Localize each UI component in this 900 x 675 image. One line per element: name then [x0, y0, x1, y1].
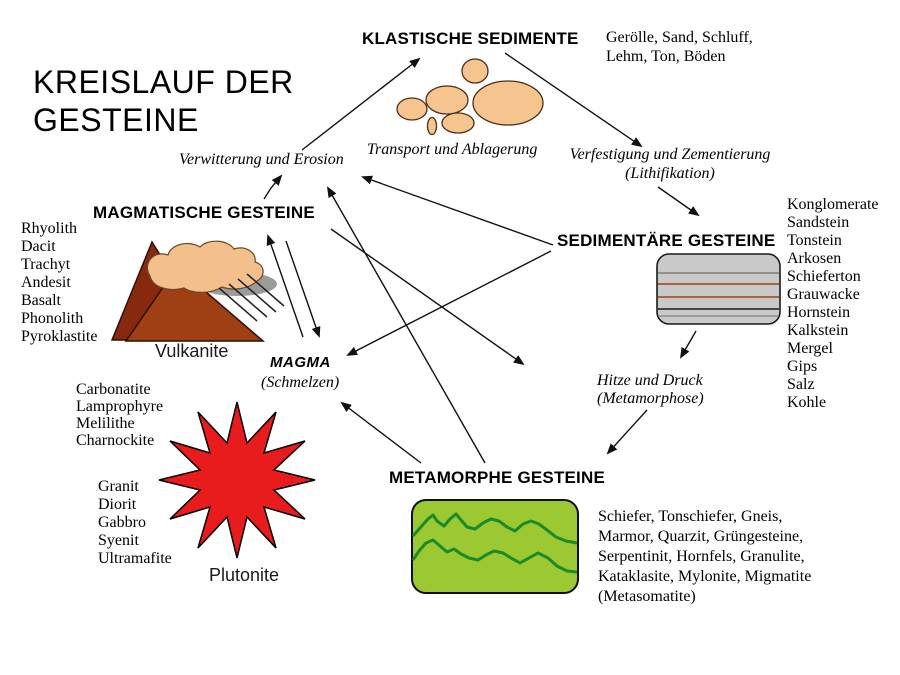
- label-line: Verfestigung und Zementierung: [569, 146, 771, 163]
- list-item: Kalkstein: [787, 322, 849, 339]
- metamorphic-rock-body: [411, 499, 579, 594]
- arrow-metamorphe-to-magma: [340, 401, 422, 464]
- plutonite-rare-types-list: Carbonatite Lamprophyre Melilithe Charno…: [76, 381, 163, 449]
- foliation-line: [411, 538, 578, 574]
- list-item: Basalt: [21, 292, 61, 309]
- ashfall-lines: [218, 273, 285, 322]
- arrow-klastische-to-verfestigung: [504, 52, 643, 148]
- sedimentary-rock-body: [656, 253, 781, 325]
- foliation-line: [411, 512, 578, 545]
- caption-vulkanite: Vulkanite: [155, 341, 229, 361]
- metamorphic-rock-illustration: [411, 499, 579, 594]
- volcano-illustration: [110, 240, 285, 342]
- heading-sedimentaere-gesteine: SEDIMENTÄRE GESTEINE: [557, 231, 776, 250]
- page-title-line1: KREISLAUF DER: [33, 64, 294, 100]
- list-item: Serpentinit, Hornfels, Granulite,: [598, 548, 805, 565]
- list-item: Carbonatite: [76, 381, 151, 398]
- list-item: Schiefer, Tonschiefer, Gneis,: [598, 508, 783, 525]
- plutonite-common-types-list: Granit Diorit Gabbro Syenit Ultramafite: [98, 478, 172, 568]
- list-item: Charnockite: [76, 432, 155, 449]
- arrow-sedimentaere-to-verwitterung: [361, 175, 554, 246]
- label-line: (Lithifikation): [625, 165, 715, 182]
- klastische-examples-list: Gerölle, Sand, Schluff, Lehm, Ton, Böden: [606, 28, 753, 66]
- sediment-blob: [396, 97, 428, 121]
- list-item: Syenit: [98, 532, 139, 549]
- list-item: Gips: [787, 358, 818, 375]
- arrow-verfestigung-to-sedimentaere: [657, 186, 700, 217]
- arrow-magma-to-magmatische: [266, 234, 304, 338]
- heading-klastische-sedimente: KLASTISCHE SEDIMENTE: [362, 29, 579, 48]
- list-item: Salz: [787, 376, 815, 393]
- sediment-blobs-illustration: [396, 58, 544, 136]
- list-item: (Metasomatite): [598, 588, 696, 605]
- list-item: Mergel: [787, 340, 833, 357]
- list-item: Phonolith: [21, 310, 84, 327]
- list-item: Lamprophyre: [76, 398, 164, 415]
- ashfall-line: [218, 287, 258, 322]
- list-item: Gerölle, Sand, Schluff,: [606, 29, 753, 46]
- page-title: KREISLAUF DER GESTEINE: [33, 63, 294, 139]
- list-item: Pyroklastite: [21, 328, 98, 345]
- list-item: Granit: [98, 478, 139, 495]
- page-title-line2: GESTEINE: [33, 102, 199, 138]
- list-item: Gabbro: [98, 514, 146, 531]
- caption-plutonite: Plutonite: [209, 565, 280, 585]
- label-verwitterung-erosion: Verwitterung und Erosion: [179, 151, 344, 168]
- label-schmelzen: (Schmelzen): [261, 374, 340, 391]
- heading-magmatische-gesteine: MAGMATISCHE GESTEINE: [93, 203, 315, 222]
- list-item: Kataklasite, Mylonite, Migmatite: [598, 568, 812, 585]
- list-item: Lehm, Ton, Böden: [606, 48, 726, 65]
- arrow-magmatische-to-verwitterung: [263, 174, 283, 200]
- list-item: Konglomerate: [787, 196, 879, 213]
- arrow-layer: [263, 52, 700, 464]
- list-item: Trachyt: [21, 256, 71, 273]
- metamorphe-examples-list: Schiefer, Tonschiefer, Gneis, Marmor, Qu…: [598, 507, 811, 607]
- arrow-sedimentaere-to-hitze: [680, 330, 697, 359]
- list-item: Melilithe: [76, 415, 135, 432]
- list-item: Arkosen: [787, 250, 842, 267]
- label-verfestigung-zementierung: Verfestigung und Zementierung (Lithifika…: [569, 145, 771, 183]
- list-item: Kohle: [787, 394, 827, 411]
- label-transport-ablagerung: Transport und Ablagerung: [367, 141, 538, 158]
- label-line: (Metamorphose): [597, 390, 704, 407]
- list-item: Andesit: [21, 274, 71, 291]
- volcano-right-peak: [124, 265, 266, 342]
- list-item: Diorit: [98, 496, 137, 513]
- heading-metamorphe-gesteine: METAMORPHE GESTEINE: [389, 468, 606, 487]
- list-item: Schieferton: [787, 268, 861, 285]
- pluton-star-illustration: [158, 401, 316, 559]
- sediment-blob: [461, 58, 489, 84]
- sediment-blob: [425, 85, 469, 115]
- label-magma: MAGMA: [270, 354, 331, 371]
- ashfall-line: [228, 283, 268, 318]
- list-item: Grauwacke: [787, 286, 860, 303]
- list-item: Tonstein: [787, 232, 842, 249]
- list-item: Hornstein: [787, 304, 851, 321]
- sediment-types-list: Konglomerate Sandstein Tonstein Arkosen …: [787, 196, 879, 412]
- ashfall-line: [237, 278, 277, 313]
- list-item: Rhyolith: [21, 220, 78, 237]
- list-item: Marmor, Quarzit, Grüngesteine,: [598, 528, 804, 545]
- arrow-magmatische-to-magma: [285, 240, 321, 338]
- list-item: Sandstein: [787, 214, 850, 231]
- sedimentary-rock-illustration: [656, 253, 781, 325]
- sediment-blob: [472, 80, 544, 126]
- sediment-blob: [426, 116, 438, 136]
- arrow-sedimentaere-to-magma: [346, 250, 552, 356]
- arrow-verwitterung-to-klastische: [301, 57, 421, 151]
- ash-cloud: [146, 240, 264, 293]
- ashfall-line: [246, 273, 285, 307]
- vulkanite-types-list: Rhyolith Dacit Trachyt Andesit Basalt Ph…: [21, 220, 97, 346]
- list-item: Dacit: [21, 238, 56, 255]
- list-item: Ultramafite: [98, 550, 172, 567]
- arrow-magmatische-to-metamorphe: [330, 228, 525, 366]
- label-hitze-druck: Hitze und Druck (Metamorphose): [597, 372, 704, 408]
- arrow-hitze-to-metamorphe: [606, 409, 648, 455]
- label-line: Hitze und Druck: [597, 372, 703, 389]
- sediment-blob: [441, 112, 475, 134]
